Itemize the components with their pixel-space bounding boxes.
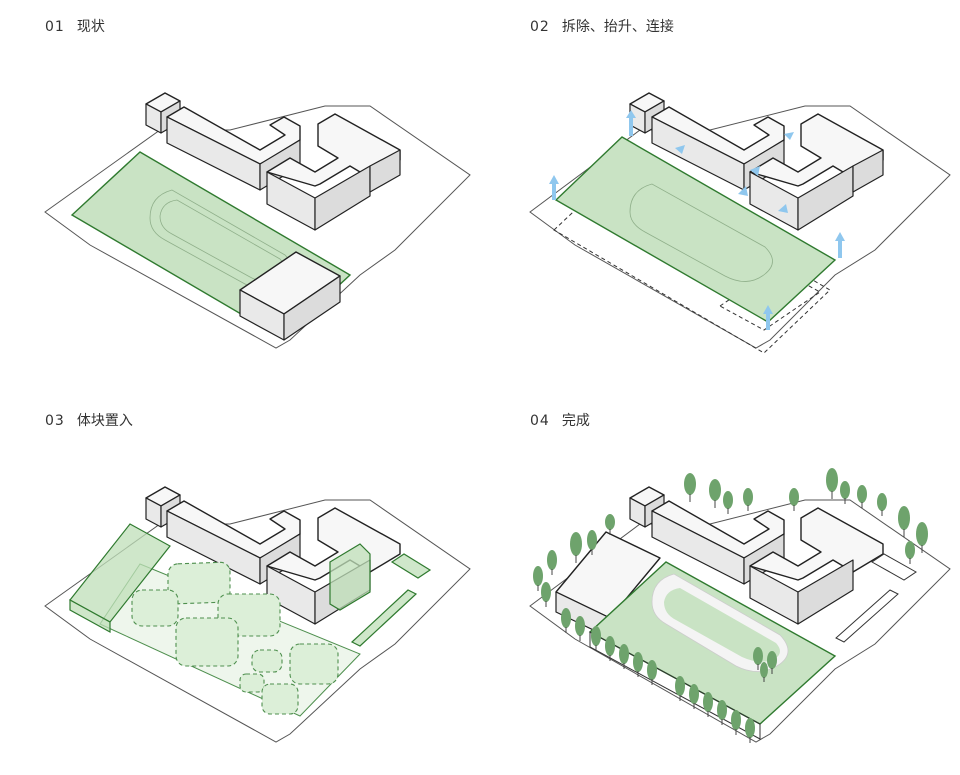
tree-icon — [675, 676, 685, 701]
tree-icon — [633, 652, 643, 677]
panel-number: 02 — [530, 19, 550, 35]
tree-icon — [723, 491, 733, 514]
tree-icon — [561, 608, 571, 633]
connect-arrow-icon — [738, 186, 748, 196]
panel-label: 04 完成 — [530, 410, 590, 430]
arrow-up-icon — [626, 110, 636, 136]
building-courtyard — [749, 507, 884, 625]
panel-demolish-lift-connect: 02 拆除、抬升、连接 — [480, 0, 960, 381]
diagram-complete — [529, 468, 951, 743]
raised-field — [588, 561, 837, 740]
tree-icon — [619, 644, 629, 669]
inserted-volumes — [69, 523, 432, 647]
diagram-demolish-lift-connect — [529, 92, 951, 354]
connect-arrow-icon — [750, 166, 760, 176]
arrow-up-icon — [549, 175, 559, 200]
tree-icon — [731, 710, 741, 735]
dashed-pads — [131, 561, 339, 715]
tree-icon — [898, 506, 910, 537]
arrow-up-icon — [835, 232, 845, 258]
tree-icon — [703, 692, 713, 717]
building-l-shaped — [166, 106, 301, 191]
green-volume — [69, 598, 111, 634]
panel-label: 02 拆除、抬升、连接 — [530, 16, 674, 36]
tree-icon — [541, 582, 551, 607]
tree-icon — [760, 662, 768, 682]
tree-icon — [709, 479, 721, 508]
tree-icon — [743, 488, 753, 511]
connect-arrow-icon — [675, 145, 685, 154]
panel-complete: 04 完成 — [480, 394, 960, 775]
building-courtyard — [749, 113, 884, 231]
running-track — [629, 183, 773, 282]
lift-arrows — [549, 110, 845, 330]
tree-icon — [575, 616, 585, 641]
connect-arrow-icon — [784, 132, 794, 140]
arrow-up-icon — [763, 305, 773, 330]
tree-icon — [533, 566, 543, 591]
green-volume — [329, 543, 371, 611]
connect-arrow-icon — [778, 204, 788, 213]
green-volume — [390, 553, 432, 579]
tree-icon — [753, 647, 763, 670]
tree-icon — [877, 493, 887, 516]
panel-title: 体块置入 — [76, 413, 133, 429]
tree-icon — [789, 488, 799, 511]
lifted-sports-field — [554, 136, 837, 323]
building-gym — [239, 251, 341, 341]
tree-icon — [587, 530, 597, 555]
tree-icon — [857, 485, 867, 508]
diagram-volume-insertion — [44, 486, 471, 743]
panel-volume-insertion: 03 体块置入 — [0, 394, 480, 775]
tree-icon — [905, 541, 915, 564]
trees — [533, 468, 928, 743]
tree-icon — [717, 700, 727, 725]
tree-icon — [689, 684, 699, 709]
tree-icon — [570, 532, 582, 563]
panel-number: 04 — [530, 413, 550, 429]
tree-icon — [745, 718, 755, 743]
side-slabs — [835, 553, 917, 643]
tree-icon — [840, 481, 850, 504]
diagram-existing — [44, 92, 471, 349]
panel-title: 现状 — [76, 19, 105, 35]
building-small — [145, 486, 181, 528]
green-volume — [350, 589, 418, 647]
panel-title: 拆除、抬升、连接 — [561, 19, 674, 35]
panel-label: 03 体块置入 — [45, 410, 133, 430]
tree-icon — [547, 550, 557, 575]
panel-existing: 01 现状 — [0, 0, 480, 381]
tree-icon — [605, 636, 615, 661]
building-courtyard — [266, 113, 401, 231]
panel-number: 01 — [45, 19, 65, 35]
panel-number: 03 — [45, 413, 65, 429]
tree-icon — [605, 514, 615, 535]
tree-icon — [916, 522, 928, 553]
panel-title: 完成 — [561, 413, 590, 429]
original-field-outline — [553, 167, 831, 354]
tree-icon — [647, 660, 657, 685]
tree-icon — [591, 626, 601, 651]
tree-icon — [684, 473, 696, 502]
panel-label: 01 现状 — [45, 16, 105, 36]
tree-icon — [826, 468, 838, 499]
tree-icon — [767, 651, 777, 674]
